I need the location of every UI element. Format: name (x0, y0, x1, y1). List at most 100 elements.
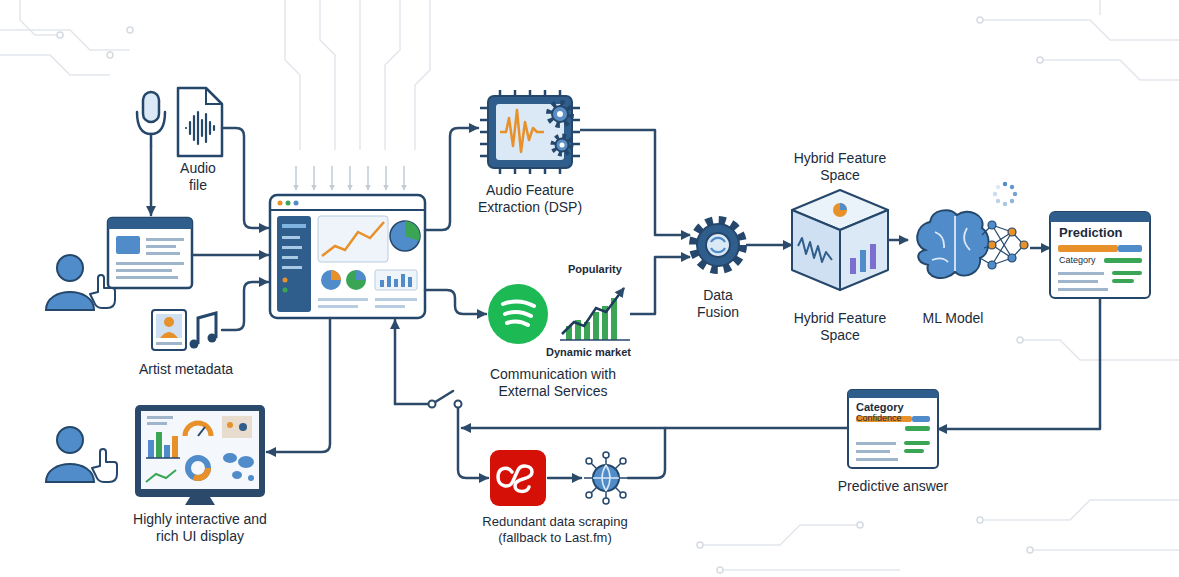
user-icon (46, 427, 117, 482)
flow-arrow (1030, 247, 1050, 250)
scraping-network-icon (586, 452, 626, 504)
window-text: Category (856, 401, 904, 414)
audio-file-icon (178, 88, 222, 156)
dashboard-hub (270, 209, 425, 211)
circuit-traces (1030, 549, 1179, 551)
circuit-traces (1040, 60, 1179, 80)
wire (395, 403, 429, 406)
answer-card-icon (848, 390, 938, 468)
prediction-window-icon (1058, 272, 1104, 275)
prediction-window-icon (1058, 280, 1098, 283)
prediction-window-icon (1112, 271, 1142, 275)
monitor-icon (227, 422, 233, 428)
dsp-chip-icon (560, 143, 565, 148)
dsp-node: Audio Feature Extraction (DSP) (480, 90, 580, 170)
artist-metadata-node: Artist metadata (150, 308, 222, 353)
dashboard-hub (390, 221, 420, 251)
feature-cube-icon (833, 203, 847, 217)
window-text: Category (1059, 255, 1096, 266)
answer-card-icon (904, 449, 924, 453)
prediction-window-icon (1118, 245, 1142, 252)
feature-cube-icon (792, 190, 888, 290)
circuit-traces (415, 0, 430, 150)
dsp-chip-icon (556, 139, 569, 152)
trace-pad (57, 17, 1043, 573)
dsp-chip-icon (549, 103, 571, 125)
trace-pad (57, 32, 63, 38)
dashboard-hub (286, 201, 291, 206)
music-note-icon (190, 340, 199, 349)
trace-pad (1017, 337, 1023, 343)
answer-card-icon (912, 416, 930, 422)
user-icon (57, 427, 83, 453)
circuit-traces (359, 0, 361, 150)
monitor-icon (248, 475, 254, 481)
dashboard-hub (356, 270, 366, 280)
monitor-icon (147, 422, 167, 425)
spotify-logo (488, 284, 548, 344)
brain-icon (917, 210, 988, 278)
wire (458, 407, 488, 478)
fusion-gear-icon (693, 220, 743, 270)
dashboard-hub (321, 270, 341, 290)
loading-spinner (996, 185, 1000, 189)
monitor-icon (222, 416, 252, 438)
dsp-chip-icon (480, 155, 488, 158)
dsp-chip-icon (572, 155, 580, 158)
wire (425, 128, 478, 230)
user-icon (46, 292, 94, 310)
trace-pad (977, 17, 983, 23)
loading-spinner (1010, 185, 1014, 189)
circuit-traces (285, 0, 300, 150)
market-chart (560, 288, 630, 340)
dashboard-hub (346, 270, 366, 290)
switch-contact (429, 401, 436, 408)
scraping-network-icon (586, 458, 592, 464)
input-arrows (367, 166, 369, 190)
wire (222, 128, 268, 228)
dashboard-hub (375, 305, 405, 308)
dashboard-hub (270, 195, 425, 318)
prediction-window-icon (1050, 212, 1150, 222)
trace-pad (107, 52, 113, 58)
node-label: Data Fusion (688, 287, 748, 321)
switch-contact (429, 401, 462, 408)
dsp-chip-icon (572, 107, 580, 110)
scraping-network-icon (603, 452, 609, 458)
loading-spinner (1003, 202, 1007, 206)
dsp-chip-icon (480, 90, 580, 174)
dsp-chip-icon (553, 136, 571, 154)
web-form-icon (108, 218, 192, 229)
monitor-icon (185, 497, 215, 505)
chart-label: Popularity (568, 263, 622, 276)
market-chart (593, 312, 599, 340)
answer-card-icon (856, 450, 890, 453)
prediction-window: PredictionCategory (1050, 212, 1150, 298)
dashboard-hub (282, 266, 302, 269)
node-label: Communication with External Services (468, 366, 638, 400)
dashboard-hub (375, 298, 417, 301)
prediction-window-icon (1058, 245, 1118, 252)
wire (267, 318, 330, 452)
neural-net-icon (988, 221, 996, 229)
brain-icon (917, 210, 988, 278)
user-icon (90, 275, 115, 308)
dashboard-hub (318, 305, 358, 308)
artist-card-icon (160, 332, 178, 338)
prediction-window-icon (1050, 212, 1150, 298)
dashboard-hub (282, 236, 300, 239)
circuit-traces (385, 0, 400, 150)
wire (192, 254, 268, 257)
node-label: Hybrid Feature Space (785, 150, 895, 184)
predictive-answer-card: CategoryConfidencePredictive answer (848, 390, 938, 468)
neural-net-icon (980, 225, 1024, 265)
user-icon (46, 464, 94, 482)
lastfm-node: Redundant data scraping (fallback to Las… (490, 450, 628, 506)
microphone-icon (137, 112, 165, 134)
dashboard-hub (278, 201, 283, 206)
circuit-traces (1099, 0, 1101, 15)
trace-pad (1027, 547, 1033, 553)
monitor-icon (172, 436, 178, 458)
